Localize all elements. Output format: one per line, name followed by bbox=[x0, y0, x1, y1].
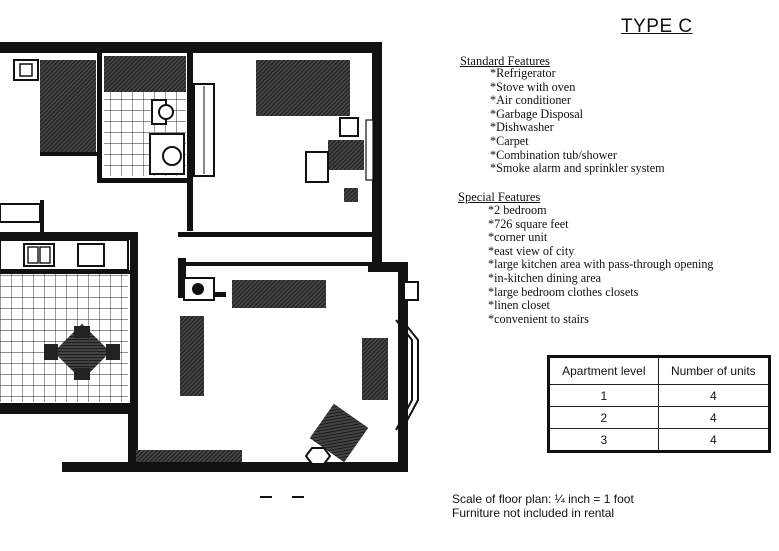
list-item: *east view of city bbox=[488, 243, 575, 258]
list-item: *Garbage Disposal bbox=[490, 106, 584, 121]
list-item: *linen closet bbox=[488, 298, 550, 313]
standard-features-heading: Standard Features bbox=[460, 54, 550, 68]
exterior-walls bbox=[0, 42, 408, 472]
table-row: 3 4 bbox=[548, 428, 771, 452]
list-item: *large kitchen area with pass-through op… bbox=[488, 257, 714, 272]
list-item: *Dishwasher bbox=[490, 120, 554, 135]
special-features-heading: Special Features bbox=[458, 190, 541, 204]
bathtub bbox=[104, 56, 186, 92]
table-cell: 4 bbox=[657, 384, 771, 407]
list-item: *convenient to stairs bbox=[488, 311, 589, 326]
page-title: TYPE C bbox=[621, 16, 693, 37]
table-cell: 4 bbox=[657, 428, 771, 452]
table-row: 1 4 bbox=[548, 384, 771, 407]
table-cell: 1 bbox=[548, 384, 659, 407]
table-row: 2 4 bbox=[548, 406, 771, 429]
nightstand-right bbox=[339, 117, 359, 137]
tv-stand bbox=[362, 338, 388, 400]
bottom-shelf bbox=[136, 450, 242, 462]
table-cell: 4 bbox=[657, 406, 771, 429]
floor-plan bbox=[0, 42, 419, 498]
table-cell: 2 bbox=[548, 406, 659, 429]
desk-chair bbox=[305, 151, 329, 183]
stove bbox=[77, 243, 105, 267]
scale-note: Scale of floor plan: ¼ inch = 1 foot bbox=[452, 492, 634, 506]
nightstand-left bbox=[13, 59, 39, 81]
column-header-units: Number of units bbox=[657, 356, 771, 385]
list-item: *Stove with oven bbox=[490, 79, 576, 94]
furniture-note: Furniture not included in rental bbox=[452, 506, 615, 520]
sofa-top bbox=[232, 280, 326, 308]
table-header-row: Apartment level Number of units bbox=[548, 356, 771, 385]
list-item: *Air conditioner bbox=[490, 93, 571, 108]
table-cell: 3 bbox=[548, 428, 659, 452]
column-header-level: Apartment level bbox=[548, 356, 659, 385]
list-item: *Refrigerator bbox=[490, 66, 556, 80]
side-table-icon bbox=[304, 447, 332, 465]
list-item: *2 bedroom bbox=[488, 203, 547, 217]
standard-features-list: *Refrigerator *Stove with oven *Air cond… bbox=[490, 66, 665, 176]
kitchen-tile bbox=[0, 274, 128, 402]
hall-shelf bbox=[0, 203, 41, 223]
list-item: *Combination tub/shower bbox=[490, 147, 617, 162]
list-item: *726 square feet bbox=[488, 216, 569, 231]
desk bbox=[328, 140, 364, 170]
list-item: *large bedroom clothes closets bbox=[488, 284, 639, 299]
bay-window bbox=[365, 119, 419, 431]
bed-left bbox=[40, 60, 96, 152]
list-item: *Carpet bbox=[490, 133, 529, 148]
list-item: *in-kitchen dining area bbox=[488, 270, 602, 285]
sofa-left bbox=[180, 316, 204, 396]
special-features-list: *2 bedroom *726 square feet *corner unit… bbox=[488, 203, 714, 326]
bed-right bbox=[256, 60, 350, 116]
sink-icon bbox=[162, 146, 182, 166]
units-table: Apartment level Number of units 1 4 2 4 … bbox=[547, 355, 771, 453]
kitchen-sink-icon bbox=[23, 243, 55, 267]
kitchen-counter bbox=[0, 239, 129, 271]
list-item: *Smoke alarm and sprinkler system bbox=[490, 161, 665, 176]
list-item: *corner unit bbox=[488, 230, 548, 245]
entry-door-post bbox=[403, 281, 419, 301]
toilet-icon bbox=[158, 104, 174, 120]
